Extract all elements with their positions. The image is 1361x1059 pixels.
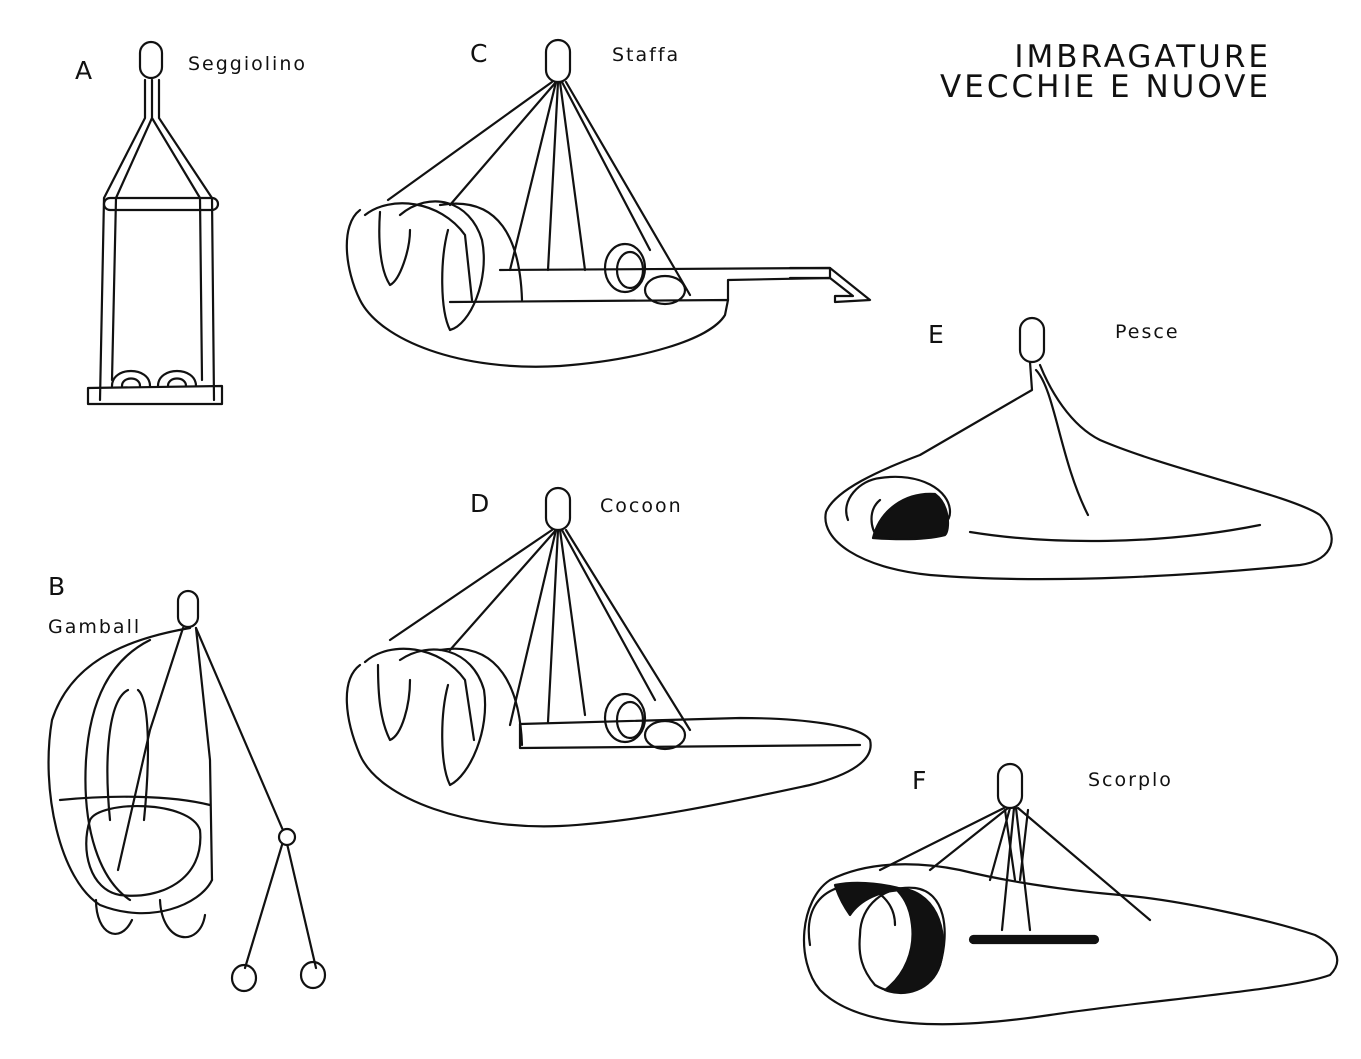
harness-b-name: Gamball xyxy=(48,616,142,638)
harness-e-name: Pesce xyxy=(1115,321,1180,343)
harness-c-name: Staffa xyxy=(612,44,681,66)
carabiner-icon xyxy=(1018,316,1046,364)
carabiner-icon xyxy=(176,589,200,629)
harness-c-stirrup-drawing xyxy=(345,38,872,368)
harness-f-scorpion-drawing xyxy=(802,762,1339,1026)
harness-d-name: Cocoon xyxy=(600,495,683,517)
carabiner-icon xyxy=(996,762,1024,810)
harness-d-cocoon-drawing xyxy=(345,486,872,828)
harness-f-name: Scorplo xyxy=(1088,769,1173,791)
harness-f-letter: F xyxy=(912,766,927,795)
carabiner-icon xyxy=(138,40,164,80)
harness-b-letter: B xyxy=(48,572,66,601)
carabiner-icon xyxy=(544,486,572,532)
harness-e-letter: E xyxy=(928,320,944,349)
harness-a-name: Seggiolino xyxy=(188,53,307,75)
title-line-2: VECCHIE E NUOVE xyxy=(940,69,1271,105)
harness-c-letter: C xyxy=(470,39,488,68)
title-line-1: IMBRAGATURE xyxy=(1014,39,1271,75)
harness-a-letter: A xyxy=(75,56,93,85)
harness-d-letter: D xyxy=(470,489,490,518)
harness-e-fish-drawing xyxy=(824,316,1333,581)
harness-a-seat-drawing xyxy=(86,40,224,406)
harness-b-leg-harness-drawing xyxy=(47,589,327,993)
carabiner-icon xyxy=(544,38,572,84)
